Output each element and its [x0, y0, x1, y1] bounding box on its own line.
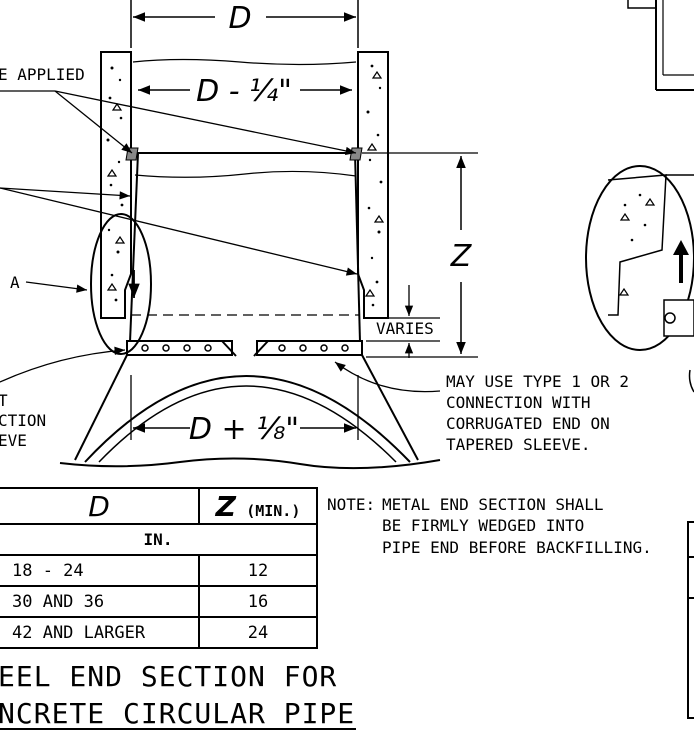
title-line-2: NCRETE CIRCULAR PIPE: [0, 697, 355, 730]
drawing-title: EEL END SECTION FOR NCRETE CIRCULAR PIPE: [0, 660, 356, 730]
svg-text:TAPERED SLEEVE.: TAPERED SLEEVE.: [446, 435, 591, 454]
varies-dimension: VARIES: [366, 285, 440, 358]
svg-text:CONNECTION WITH: CONNECTION WITH: [446, 393, 591, 412]
applied-label: E APPLIED: [0, 65, 85, 84]
dimension-d-plus: D + ⅛": [130, 375, 359, 447]
title-line-1: EEL END SECTION FOR: [0, 660, 337, 693]
table-row: 30 AND 36 16: [0, 585, 318, 618]
dimension-d-minus: D - ¼": [138, 74, 352, 109]
table-row: 42 AND LARGER 24: [0, 616, 318, 649]
corrugated-flange: [126, 340, 363, 357]
svg-text:METAL END SECTION SHALL: METAL END SECTION SHALL: [382, 495, 604, 514]
table-unit: IN.: [0, 523, 318, 556]
dimension-z: Z: [362, 152, 478, 358]
left-label-fragment: CTION: [0, 411, 46, 430]
left-label-fragment: T: [0, 391, 8, 410]
concrete-pipe-wall-right: [357, 51, 389, 319]
pipe-surface-line: [134, 170, 357, 178]
table-header-d: D: [0, 487, 200, 525]
concrete-pipe-wall-left: [100, 51, 132, 319]
leader-lines: [0, 90, 441, 393]
dimension-table: D Z (MIN.) IN. 18 - 24 12 30 AND 36 16 4…: [0, 487, 318, 649]
note-block: NOTE: METAL END SECTION SHALL BE FIRMLY …: [327, 495, 652, 557]
svg-text:CORRUGATED END ON: CORRUGATED END ON: [446, 414, 610, 433]
svg-text:BE FIRMLY WEDGED INTO: BE FIRMLY WEDGED INTO: [382, 516, 584, 535]
varies-label: VARIES: [376, 319, 434, 338]
dimension-d: D: [130, 0, 359, 48]
left-label-fragment: EVE: [0, 431, 27, 450]
dim-z-label: Z: [450, 239, 473, 274]
svg-text:PIPE END BEFORE BACKFILLING.: PIPE END BEFORE BACKFILLING.: [382, 538, 652, 557]
svg-text:MAY USE TYPE 1 OR 2: MAY USE TYPE 1 OR 2: [446, 372, 629, 391]
dim-d-plus-label: D + ⅛": [189, 412, 299, 447]
dim-d-label: D: [228, 1, 251, 36]
detail-a-enlarged: [585, 0, 694, 719]
connection-callout: MAY USE TYPE 1 OR 2 CONNECTION WITH CORR…: [446, 372, 629, 454]
table-row: 18 - 24 12: [0, 554, 318, 587]
table-header-z: Z (MIN.): [198, 487, 318, 525]
dim-d-minus-label: D - ¼": [196, 74, 292, 109]
pipe-surface-line: [132, 58, 357, 66]
svg-text:NOTE:: NOTE:: [327, 495, 375, 514]
detail-a-label: A: [10, 273, 20, 292]
